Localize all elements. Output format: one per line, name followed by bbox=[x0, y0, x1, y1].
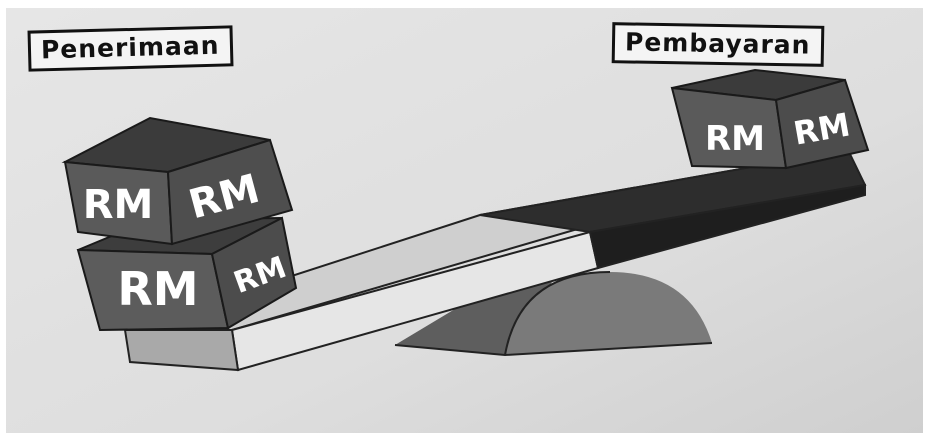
rm-label: RM bbox=[83, 182, 154, 228]
label-penerimaan: Penerimaan bbox=[27, 25, 233, 71]
label-pembayaran: Pembayaran bbox=[612, 22, 824, 67]
rm-block-right: RM RM bbox=[672, 70, 868, 168]
rm-label: RM bbox=[117, 262, 198, 316]
rm-label: RM bbox=[705, 119, 765, 159]
